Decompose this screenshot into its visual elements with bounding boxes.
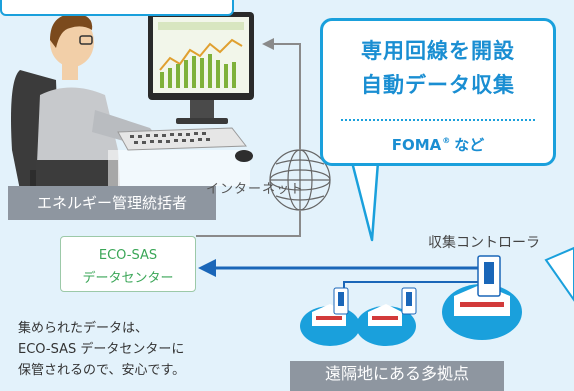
remote-bases-label: 遠隔地にある多拠点 bbox=[290, 361, 504, 391]
keyboard-illustration bbox=[117, 127, 247, 151]
callout-tail bbox=[350, 160, 380, 242]
diagram-canvas bbox=[11, 0, 574, 346]
top-callout-box bbox=[0, 0, 234, 16]
datacenter-box: ECO-SAS データセンター bbox=[60, 236, 196, 292]
desk bbox=[108, 150, 250, 186]
dedicated-line-callout: 専用回線を開設 自動データ収集 FOMA®など bbox=[320, 18, 556, 166]
mouse-illustration bbox=[235, 150, 253, 162]
callout-suffix: など bbox=[454, 136, 485, 154]
note-line3: 保管されるので、安心です。 bbox=[18, 363, 186, 378]
registered-mark: ® bbox=[442, 136, 451, 145]
administrator-illustration bbox=[11, 14, 169, 190]
storage-note: 集められたデータは、 ECO-SAS データセンターに 保管されるので、安心です… bbox=[18, 318, 278, 381]
building-illustrations bbox=[300, 255, 522, 346]
callout-line2: 自動データ収集 bbox=[361, 73, 515, 97]
internet-label: インターネット bbox=[206, 182, 305, 197]
monitor-illustration bbox=[148, 12, 254, 124]
note-line2: ECO-SAS データセンターに bbox=[18, 342, 185, 357]
datacenter-name: ECO-SAS bbox=[98, 248, 158, 263]
data-flow-arrow bbox=[198, 259, 490, 277]
callout-foma: FOMA bbox=[391, 136, 442, 154]
callout-line3: FOMA®など bbox=[323, 134, 553, 155]
callout-divider bbox=[341, 119, 535, 121]
datacenter-label: データセンター bbox=[82, 271, 174, 286]
admin-label: エネルギー管理統括者 bbox=[8, 186, 216, 220]
internet-links bbox=[196, 38, 301, 237]
controller-label: 収集コントローラ bbox=[428, 235, 540, 251]
note-line1: 集められたデータは、 bbox=[18, 321, 149, 336]
callout-line1: 専用回線を開設 bbox=[361, 39, 515, 63]
controller-callout-tail bbox=[544, 246, 574, 302]
